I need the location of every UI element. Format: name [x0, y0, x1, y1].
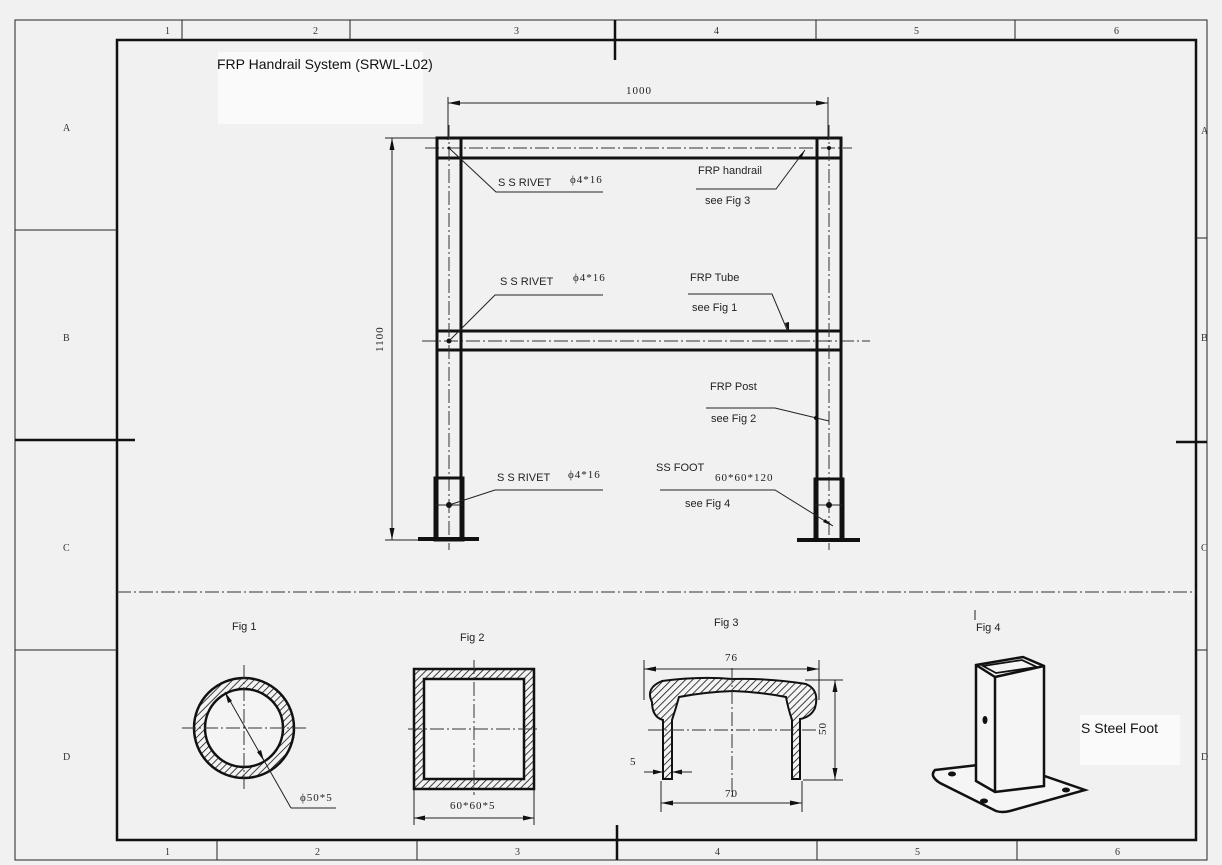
zone-col-6: 6 [1114, 26, 1119, 37]
zone-rows-right: A B C D [1176, 126, 1209, 763]
handrail-elevation: 1000 1100 S S RI [374, 85, 870, 550]
fig-2-dimension: 60*60*5 [450, 800, 496, 812]
callout-post-ref: see Fig 2 [711, 413, 756, 425]
callout-rivet-mid-spec: ϕ4*16 [573, 272, 606, 284]
zone-row-b-right: B [1201, 333, 1208, 344]
fig-1-label: Fig 1 [232, 621, 256, 633]
callout-rivet-top-spec: ϕ4*16 [570, 174, 603, 186]
zone-col-5: 5 [914, 26, 919, 37]
fig-3-wall: 5 [630, 756, 637, 768]
zone-col-2-bottom: 2 [315, 847, 320, 858]
fig-4-label: Fig 4 [976, 622, 1000, 634]
zone-row-d: D [63, 752, 70, 763]
zone-col-3-bottom: 3 [515, 847, 520, 858]
callout-foot-ref: see Fig 4 [685, 498, 730, 510]
fig-3-top-width: 76 [725, 652, 738, 664]
zone-col-4-bottom: 4 [715, 847, 720, 858]
fig-3-height: 50 [817, 722, 829, 735]
zone-columns-top: 1 2 3 4 5 6 [165, 20, 1119, 60]
callout-handrail-label: FRP handrail [698, 165, 762, 177]
callout-post-label: FRP Post [710, 381, 757, 393]
fig-4-caption: S Steel Foot [1081, 720, 1158, 736]
width-dimension: 1000 [626, 85, 652, 97]
zone-col-2: 2 [313, 26, 318, 37]
callout-foot-label: SS FOOT [656, 462, 705, 474]
zone-col-6-bottom: 6 [1115, 847, 1120, 858]
fig-3-label: Fig 3 [714, 617, 738, 629]
zone-row-a-right: A [1201, 126, 1209, 137]
zone-row-c: C [63, 543, 70, 554]
drawing-title: FRP Handrail System (SRWL-L02) [217, 56, 433, 72]
fig-1-dimension: ϕ50*5 [300, 792, 333, 804]
zone-row-c-right: C [1201, 543, 1208, 554]
fig-4-steel-foot: Fig 4 S Steel Foot [931, 610, 1180, 814]
zone-rows-left: A B C D [15, 123, 135, 763]
fig-1-round-tube: Fig 1 ϕ50*5 [182, 621, 336, 809]
callout-rivet-top-label: S S RIVET [498, 177, 551, 189]
height-dimension: 1100 [374, 326, 386, 352]
callout-rivet-foot-spec: ϕ4*16 [568, 469, 601, 481]
zone-row-d-right: D [1201, 752, 1208, 763]
zone-row-b: B [63, 333, 70, 344]
callout-foot-spec: 60*60*120 [715, 472, 774, 484]
zone-col-1: 1 [165, 26, 170, 37]
zone-columns-bottom: 1 2 3 4 5 6 [165, 825, 1120, 860]
callout-handrail-ref: see Fig 3 [705, 195, 750, 207]
fig-2-label: Fig 2 [460, 632, 484, 644]
fig-3-bottom-width: 70 [725, 788, 738, 800]
callout-rivet-foot-label: S S RIVET [497, 472, 550, 484]
zone-col-5-bottom: 5 [915, 847, 920, 858]
callout-rivet-mid-label: S S RIVET [500, 276, 553, 288]
zone-col-4: 4 [714, 26, 719, 37]
zone-row-a: A [63, 123, 71, 134]
zone-col-1-bottom: 1 [165, 847, 170, 858]
fig-2-square-post: Fig 2 60*60*5 [408, 632, 540, 825]
callout-tube-ref: see Fig 1 [692, 302, 737, 314]
fig-3-handrail-profile: Fig 3 76 70 50 5 [630, 617, 843, 812]
callout-tube-label: FRP Tube [690, 272, 739, 284]
zone-col-3: 3 [514, 26, 519, 37]
